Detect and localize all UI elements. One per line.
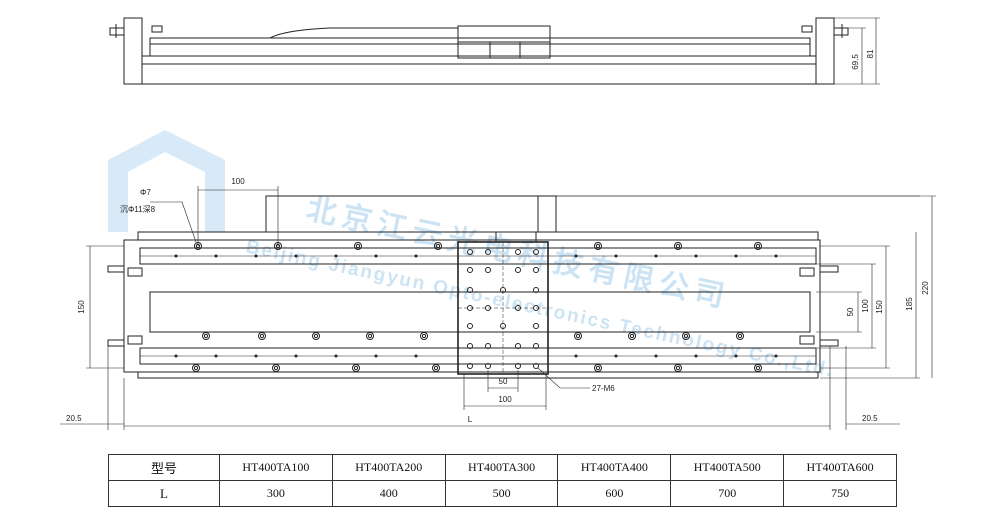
dim-81: 81 — [866, 49, 875, 58]
table-header-label: 型号 — [108, 454, 220, 481]
dim-185: 185 — [905, 297, 914, 311]
dim-150-right: 150 — [875, 300, 884, 314]
table-cell-model: HT400TA100 — [219, 454, 333, 481]
dim-100-bottom: 100 — [498, 395, 512, 404]
dim-hole-counterbore: 沉Φ11深8 — [120, 205, 156, 214]
spec-table: 型号 HT400TA100 HT400TA200 HT400TA300 HT40… — [108, 454, 897, 507]
dim-20-5-right: 20.5 — [862, 414, 878, 423]
dimension-labels: 69.5 81 100 Φ7 沉Φ11深8 150 20.5 20.5 L 50… — [66, 49, 930, 424]
dim-100-top: 100 — [231, 177, 245, 186]
side-view-right-endblock — [815, 17, 835, 85]
table-cell-length: 500 — [444, 480, 559, 507]
table-cell-length: 700 — [670, 480, 785, 507]
table-row-models: 型号 HT400TA100 HT400TA200 HT400TA300 HT40… — [108, 454, 897, 481]
dimension-lines — [60, 186, 936, 430]
side-view — [109, 17, 880, 85]
dim-50-bottom: 50 — [499, 377, 508, 386]
table-row-label: L — [108, 480, 220, 507]
side-view-base — [141, 55, 817, 85]
table-cell-length: 600 — [557, 480, 672, 507]
rail-holes — [192, 242, 762, 372]
dim-27-m6: 27-M6 — [592, 384, 615, 393]
dim-150-left: 150 — [77, 300, 86, 314]
dim-220: 220 — [921, 281, 930, 295]
carriage-holes — [467, 249, 539, 369]
top-view — [107, 195, 839, 379]
table-cell-model: HT400TA300 — [444, 454, 559, 481]
table-row-lengths: L 300 400 500 600 700 750 — [108, 480, 897, 507]
center-slot — [149, 291, 811, 333]
dim-50-right: 50 — [846, 307, 855, 316]
table-cell-model: HT400TA500 — [670, 454, 785, 481]
table-cell-model: HT400TA400 — [557, 454, 672, 481]
side-view-rail — [149, 37, 811, 57]
table-cell-model: HT400TA200 — [331, 454, 446, 481]
watermark-logo-icon — [108, 130, 225, 232]
table-cell-length: 400 — [331, 480, 446, 507]
table-cell-length: 750 — [783, 480, 897, 507]
dim-20-5-left: 20.5 — [66, 414, 82, 423]
table-cell-length: 300 — [219, 480, 333, 507]
dim-L: L — [468, 415, 473, 424]
dim-hole-dia: Φ7 — [140, 188, 151, 197]
side-view-left-endblock — [123, 17, 143, 85]
table-cell-model: HT400TA600 — [783, 454, 897, 481]
rail-dots — [174, 254, 778, 358]
dim-100-right: 100 — [861, 299, 870, 313]
dim-69-5: 69.5 — [851, 54, 860, 70]
